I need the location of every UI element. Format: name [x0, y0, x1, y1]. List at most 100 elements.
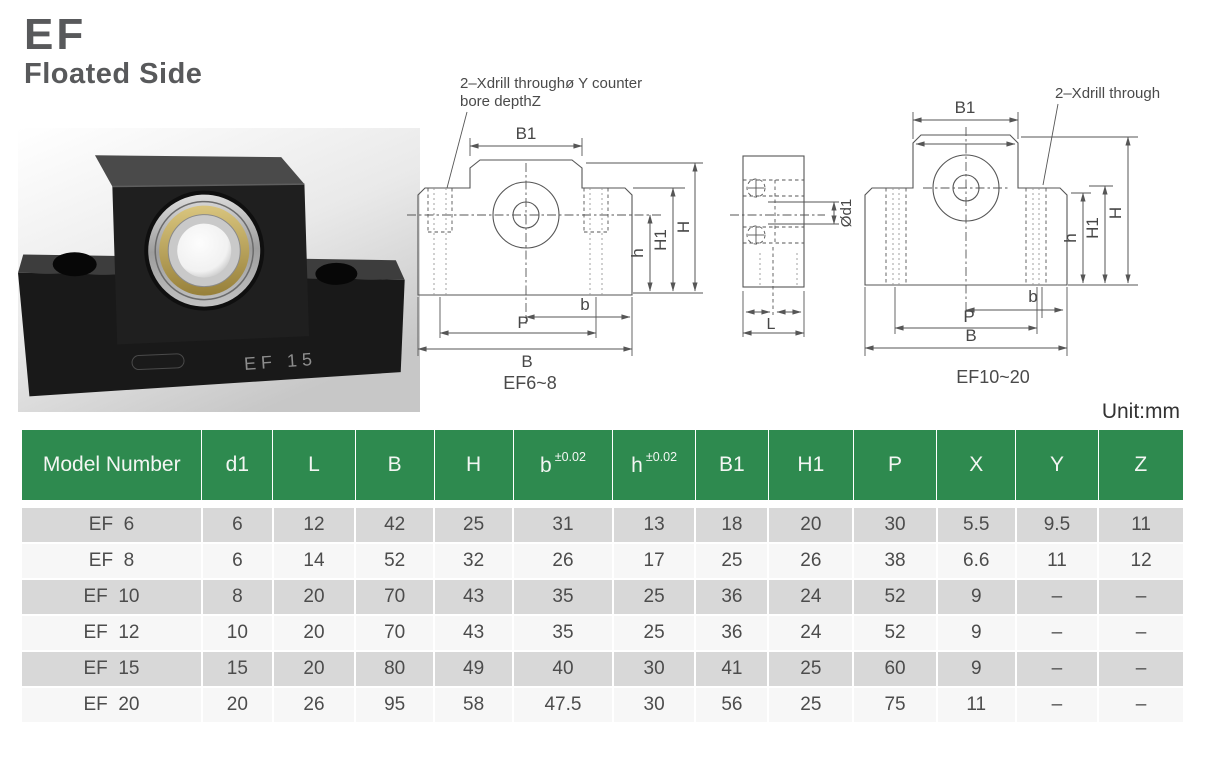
- col-header-d1: d1: [201, 430, 274, 508]
- mount-hole-right: [315, 262, 358, 285]
- cell: –: [1098, 687, 1183, 724]
- cell: 75: [853, 687, 938, 724]
- cell: 41: [695, 651, 770, 688]
- cell: –: [1015, 651, 1100, 688]
- cell: 18: [695, 504, 770, 544]
- drawing-front-ef10-20: 2–Xdrill through B1: [855, 82, 1190, 402]
- dim-label-p: P: [517, 313, 528, 332]
- table-row: EF 10 8 20 70 43 35 25 36 24 52 9 – –: [22, 579, 1183, 616]
- cell: 80: [355, 651, 436, 688]
- header-row: Model Number d1 L B H b±0.02 h±0.02 B1 H…: [22, 430, 1183, 508]
- cell: 26: [513, 543, 614, 580]
- cell-model: EF 10: [22, 579, 203, 616]
- col-header-h: h±0.02: [612, 430, 696, 508]
- cell: –: [1098, 651, 1183, 688]
- cell: 11: [936, 687, 1017, 724]
- dim-label-b1: B1: [955, 98, 976, 117]
- tolerance-sup: ±0.02: [645, 449, 678, 464]
- leader-line: [1042, 103, 1059, 186]
- cell: 42: [355, 504, 436, 544]
- dim-label-B: B: [965, 326, 976, 345]
- unit-label: Unit:mm: [1101, 400, 1180, 423]
- cell: 43: [434, 579, 515, 616]
- cell: 58: [434, 687, 515, 724]
- cell: 12: [1098, 543, 1183, 580]
- cell: 15: [201, 651, 274, 688]
- dim-label-h1: H1: [651, 229, 670, 251]
- cell: 52: [853, 579, 938, 616]
- cell: 32: [434, 543, 515, 580]
- cell: 5.5: [936, 504, 1017, 544]
- col-header-Y: Y: [1015, 430, 1099, 508]
- cell: 9: [936, 651, 1017, 688]
- col-header-H1: H1: [768, 430, 854, 508]
- mount-hole-left: [52, 252, 97, 277]
- cell: 17: [612, 543, 697, 580]
- cell: 38: [853, 543, 938, 580]
- dim-label-p: P: [963, 307, 974, 326]
- cell: 70: [355, 615, 436, 652]
- cell: 10: [201, 615, 274, 652]
- cell: 31: [513, 504, 614, 544]
- col-header-b: b±0.02: [513, 430, 614, 508]
- screw-hole-symbol-top: [746, 178, 766, 198]
- drill-annotation: 2–Xdrill through: [1055, 85, 1160, 102]
- cell: 9: [936, 615, 1017, 652]
- dimension-table: Model Number d1 L B H b±0.02 h±0.02 B1 H…: [22, 430, 1183, 724]
- cell: 30: [612, 651, 697, 688]
- cell: 6: [201, 543, 274, 580]
- cell-model: EF 20: [22, 687, 203, 724]
- table-row: EF 12 10 20 70 43 35 25 36 24 52 9 – –: [22, 615, 1183, 652]
- cell: 12: [272, 504, 357, 544]
- dim-label-h1: H1: [1083, 217, 1102, 239]
- dim-label-b: b: [1028, 287, 1037, 306]
- drill-annotation-line1: 2–Xdrill throughø Y counter: [460, 75, 642, 92]
- cell-model: EF 8: [22, 543, 203, 580]
- body-outline: [417, 159, 633, 296]
- cell: 8: [201, 579, 274, 616]
- cell: 11: [1098, 504, 1183, 544]
- cell: 20: [272, 579, 357, 616]
- cell: 20: [201, 687, 274, 724]
- cell: 6: [201, 504, 274, 544]
- cell: 24: [768, 579, 855, 616]
- col-header-model-number: Model Number: [22, 430, 203, 508]
- dim-label-B: B: [521, 352, 532, 371]
- cell: 36: [695, 579, 770, 616]
- col-header-B1: B1: [695, 430, 769, 508]
- drill-annotation-line2: bore depthZ: [460, 93, 541, 110]
- screw-hole-symbol-bottom: [746, 225, 766, 245]
- page-title: EF: [24, 10, 87, 59]
- col-header-X: X: [936, 430, 1017, 508]
- bearing-bore: [177, 223, 232, 278]
- bearing: [144, 190, 265, 311]
- drawing-side-view: Ød1 L: [725, 135, 865, 350]
- cell: –: [1015, 579, 1100, 616]
- table-row: EF 6 6 12 42 25 31 13 18 20 30 5.5 9.5 1…: [22, 504, 1183, 544]
- page-subtitle: Floated Side: [24, 58, 203, 90]
- label-slot: [131, 353, 185, 371]
- cell: 20: [768, 504, 855, 544]
- cell: 60: [853, 651, 938, 688]
- cell: 25: [612, 615, 697, 652]
- cell: 6.6: [936, 543, 1017, 580]
- cell: 70: [355, 579, 436, 616]
- cell: 52: [853, 615, 938, 652]
- cell: 20: [272, 651, 357, 688]
- cell: –: [1098, 579, 1183, 616]
- tolerance-sup: ±0.02: [554, 449, 586, 464]
- cell: 14: [272, 543, 357, 580]
- cell: 30: [612, 687, 697, 724]
- col-header-Z: Z: [1098, 430, 1183, 508]
- dim-label-d1: Ød1: [838, 199, 855, 227]
- col-header-H: H: [434, 430, 514, 508]
- cell: 11: [1015, 543, 1100, 580]
- table-row: EF 15 15 20 80 49 40 30 41 25 60 9 – –: [22, 651, 1183, 688]
- cell: 13: [612, 504, 697, 544]
- bearing-block: EF 15: [18, 155, 405, 397]
- cell: 24: [768, 615, 855, 652]
- dim-label-h: h: [1061, 233, 1080, 242]
- dim-label-b: b: [580, 295, 589, 314]
- cell: 36: [695, 615, 770, 652]
